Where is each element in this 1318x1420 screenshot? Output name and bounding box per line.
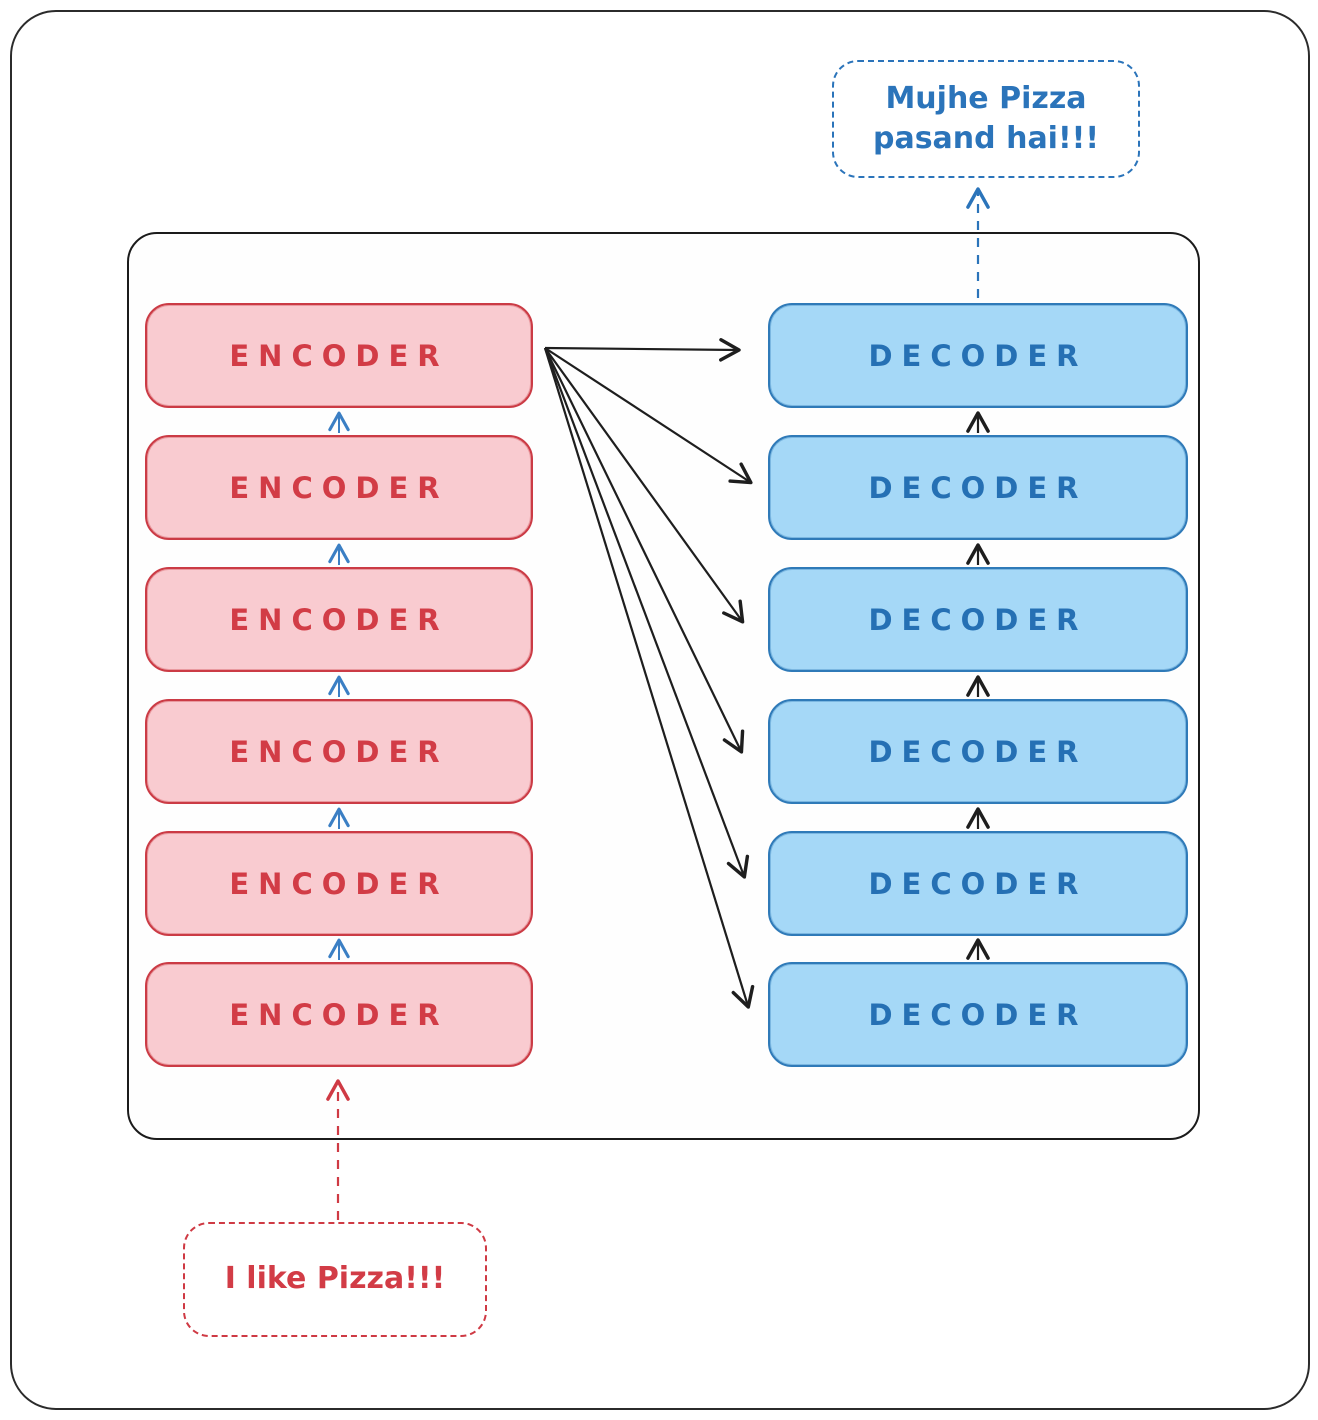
input-text: I like Pizza!!! (224, 1261, 446, 1297)
encoder-label: ENCODER (229, 602, 449, 637)
decoder-box-3: DECODER (768, 699, 1188, 804)
encoder-label: ENCODER (229, 997, 449, 1032)
encoder-box-6: ENCODER (145, 303, 533, 408)
outer-frame (10, 10, 1310, 1410)
output-text-box: Mujhe Pizza pasand hai!!! (832, 60, 1140, 178)
encoder-label: ENCODER (229, 338, 449, 373)
encoder-box-5: ENCODER (145, 435, 533, 540)
decoder-label: DECODER (868, 734, 1088, 769)
input-text-box: I like Pizza!!! (183, 1222, 487, 1337)
decoder-label: DECODER (868, 338, 1088, 373)
encoder-box-2: ENCODER (145, 831, 533, 936)
encoder-box-4: ENCODER (145, 567, 533, 672)
output-text-line2: pasand hai!!! (872, 121, 1100, 156)
decoder-label: DECODER (868, 470, 1088, 505)
encoder-label: ENCODER (229, 866, 449, 901)
decoder-box-4: DECODER (768, 567, 1188, 672)
decoder-box-5: DECODER (768, 435, 1188, 540)
decoder-box-2: DECODER (768, 831, 1188, 936)
encoder-box-3: ENCODER (145, 699, 533, 804)
decoder-label: DECODER (868, 602, 1088, 637)
encoder-label: ENCODER (229, 470, 449, 505)
output-text-line1: Mujhe Pizza (885, 80, 1087, 116)
encoder-box-1: ENCODER (145, 962, 533, 1067)
decoder-box-6: DECODER (768, 303, 1188, 408)
decoder-label: DECODER (868, 866, 1088, 901)
decoder-box-1: DECODER (768, 962, 1188, 1067)
encoder-label: ENCODER (229, 734, 449, 769)
decoder-label: DECODER (868, 997, 1088, 1032)
